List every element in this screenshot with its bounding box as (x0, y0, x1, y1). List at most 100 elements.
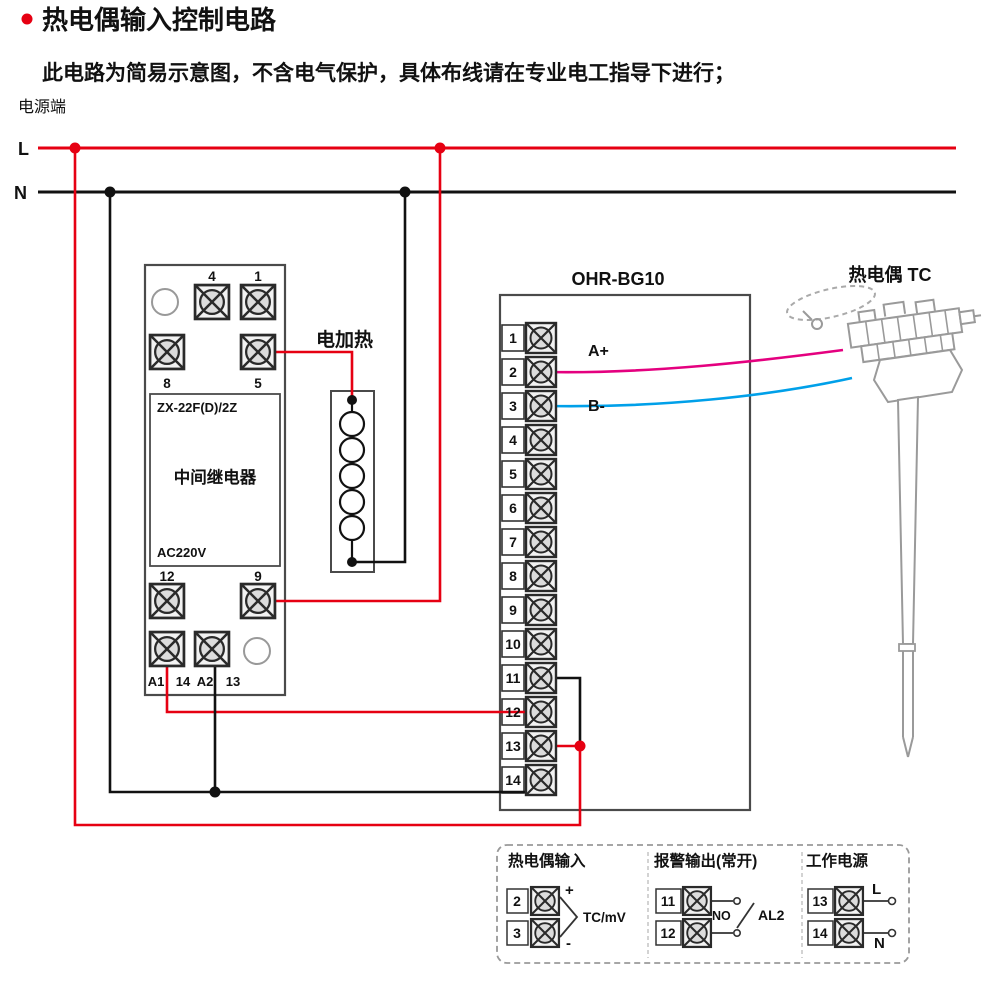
terminal-number-box-1 (501, 324, 525, 352)
wire-relay-5-to-heater (258, 350, 354, 400)
tc-wire-curl (811, 318, 823, 330)
relay-screw-1 (239, 283, 277, 321)
legend-tc-plus: + (565, 882, 574, 899)
wire-label-a-plus: A+ (588, 343, 609, 360)
legend-tc-signal: TC/mV (583, 910, 626, 925)
legend-alarm-numbox-11 (655, 888, 682, 914)
legend-pwr-terminal-n (887, 928, 897, 938)
legend-alarm-title: 报警输出(常开) (654, 851, 757, 870)
relay-voltage: AC220V (157, 545, 206, 560)
controller-screw-10 (524, 627, 558, 661)
terminal-number-11: 11 (506, 670, 521, 686)
legend-pwr-n: N (874, 935, 885, 952)
tc-probe (902, 651, 914, 758)
legend-tc-minus: - (566, 935, 571, 952)
legend-switch-blade (736, 902, 755, 929)
line-n-label: N (14, 183, 27, 203)
relay-pin-label-a1: A1 (148, 674, 165, 689)
controller-label: OHR-BG10 (571, 269, 664, 289)
terminal-number-box-5 (501, 460, 525, 488)
legend-alarm-num-12: 12 (660, 926, 675, 941)
legend-switch-contact-top (732, 896, 741, 905)
relay-pin-label-9: 9 (254, 569, 262, 584)
legend-pwr-numbox-13 (807, 888, 834, 914)
relay-pin-label-14: 14 (176, 674, 191, 689)
wire-heater-to-n (352, 192, 407, 564)
power-terminal-label: 电源端 (18, 98, 66, 116)
relay-screw-5 (239, 333, 277, 371)
terminal-number-box-4 (501, 426, 525, 454)
relay-label-plate (149, 393, 281, 567)
terminal-number-box-9 (501, 596, 525, 624)
controller-screw-4 (524, 423, 558, 457)
junction-dot-l2 (434, 142, 446, 154)
tc-side-bolt (958, 309, 977, 326)
legend-tc-num-2: 2 (513, 893, 521, 909)
tc-head (846, 298, 982, 364)
legend-pwr-num-14: 14 (812, 926, 828, 941)
junction-dot-n2 (399, 186, 411, 198)
legend-pwr-num-13: 13 (812, 894, 828, 909)
junction-dot-n1 (104, 186, 116, 198)
relay-pin-label-5: 5 (254, 376, 262, 391)
terminal-number-box-6 (501, 494, 525, 522)
legend-screw-14 (833, 917, 865, 949)
bullet-icon (21, 13, 33, 25)
terminal-number-9: 9 (509, 602, 517, 618)
controller-screw-14 (524, 763, 558, 797)
relay-screw-4 (193, 283, 231, 321)
tc-wire-curl-tail (802, 310, 813, 321)
terminal-number-7: 7 (509, 534, 517, 550)
relay-screw-12 (148, 582, 186, 620)
legend-tc-bracket (559, 896, 579, 938)
controller-screw-8 (524, 559, 558, 593)
terminal-number-6: 6 (509, 500, 517, 516)
legend-screw-2 (529, 885, 561, 917)
controller-screw-12 (524, 695, 558, 729)
relay-name: 中间继电器 (174, 467, 257, 487)
legend-outline (496, 844, 910, 964)
terminal-number-5: 5 (509, 466, 517, 482)
junction-dot-n-bottom (209, 786, 221, 798)
legend-pwr-leads (863, 900, 888, 934)
junction-dot-live-bottom (574, 740, 586, 752)
terminal-number-3: 3 (509, 398, 517, 414)
relay-pin-label-12: 12 (159, 569, 174, 584)
legend-tc-numbox-3 (506, 920, 529, 946)
legend-switch-contact-bottom (732, 928, 741, 937)
legend-pwr-l: L (872, 881, 881, 898)
legend-alarm-numbox-12 (655, 920, 682, 946)
terminal-number-box-2 (501, 358, 525, 386)
texts: 热电偶输入控制电路 此电路为简易示意图，不含电气保护，具体布线请在专业电工指导下… (14, 5, 932, 952)
terminal-number-box-11 (501, 664, 525, 692)
tc-head-bumps (857, 298, 936, 323)
legend-alarm-no: NO (712, 909, 731, 923)
legend-pwr-numbox-14 (807, 920, 834, 946)
terminal-number-box-8 (501, 562, 525, 590)
terminal-number-box-13 (501, 732, 525, 760)
controller-screw-11 (524, 661, 558, 695)
legend-screw-13 (833, 885, 865, 917)
relay-pin-label-13: 13 (226, 674, 240, 689)
legend-pwr-terminal-l (887, 896, 897, 906)
relay-pin-label-1: 1 (254, 269, 262, 284)
controller-screw-3 (524, 389, 558, 423)
legend-alarm-leads (711, 900, 733, 934)
heater-coil-loop (338, 436, 366, 464)
controller-screw-6 (524, 491, 558, 525)
line-l-label: L (18, 139, 29, 159)
wire-live-to-relay-9 (258, 148, 442, 603)
terminal-number-1: 1 (509, 330, 517, 346)
legend-frame (496, 844, 910, 964)
relay-screw-a1 (148, 630, 186, 668)
legend-tc-title: 热电偶输入 (508, 851, 586, 870)
legend-screw-11 (681, 885, 713, 917)
junction-dots (69, 142, 586, 798)
legend-tc-numbox-2 (506, 888, 529, 914)
terminal-number-box-10 (501, 630, 525, 658)
heater-coil-loop (338, 488, 366, 516)
terminal-number-8: 8 (509, 568, 517, 584)
legend-screw-12 (681, 917, 713, 949)
